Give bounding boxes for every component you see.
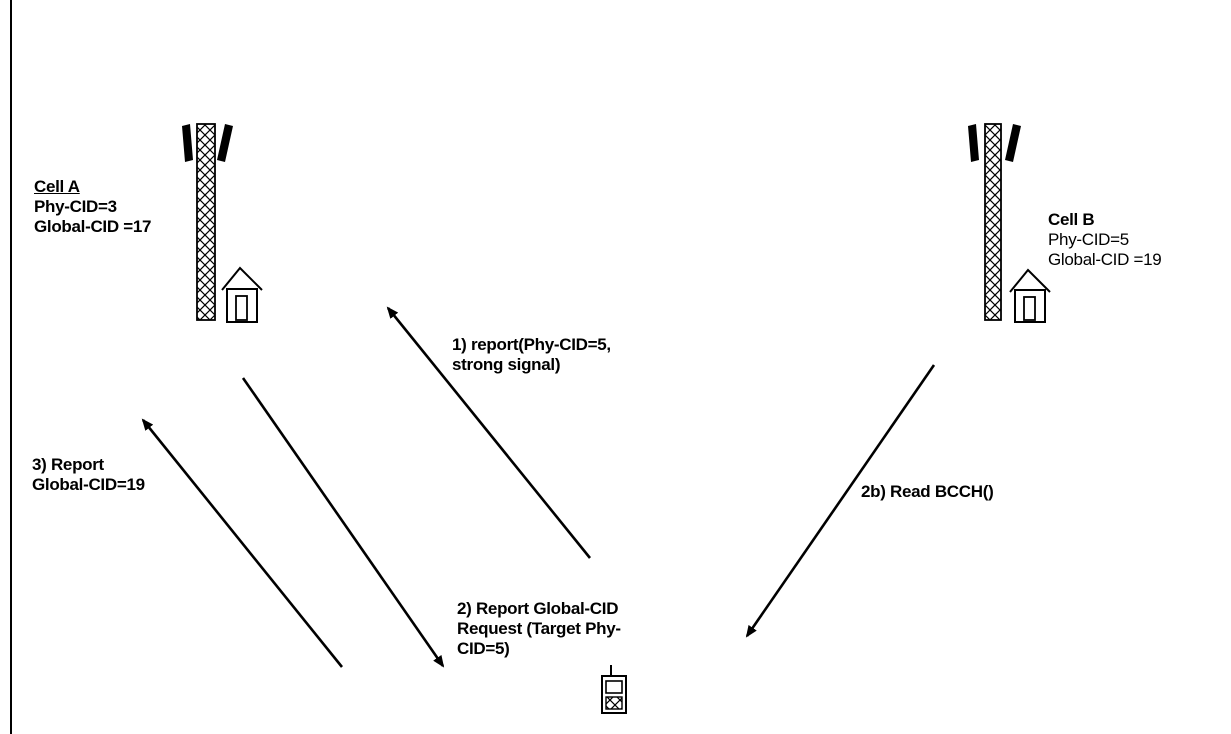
cell-b-phy-cid: Phy-CID=5 [1048,230,1129,249]
message-1-label: 1) report(Phy-CID=5, strong signal) [452,335,611,375]
arrow-1-report-to-cell-a [386,306,592,559]
cell-b-info: Cell B Phy-CID=5 Global-CID =19 [1048,210,1162,270]
message-1-line-2: strong signal) [452,355,561,374]
cell-a-title: Cell A [34,177,80,196]
message-3-line-1: 3) Report [32,455,104,474]
message-2b-label: 2b) Read BCCH() [861,482,994,502]
arrow-2b-bcch-to-phone [745,364,936,638]
arrow-2-request-to-phone [241,377,445,668]
cell-b-title: Cell B [1048,210,1095,229]
message-2-line-3: CID=5) [457,639,510,658]
message-1-line-1: 1) report(Phy-CID=5, [452,335,611,354]
cell-a-global-cid: Global-CID =17 [34,217,152,236]
message-2b-text: 2b) Read BCCH() [861,482,994,501]
arrow-3-report-to-cell-a [141,418,344,668]
cell-b-global-cid: Global-CID =19 [1048,250,1162,269]
message-2-label: 2) Report Global-CID Request (Target Phy… [457,599,621,659]
cell-a-info: Cell A Phy-CID=3 Global-CID =17 [34,177,152,237]
message-3-line-2: Global-CID=19 [32,475,145,494]
message-3-label: 3) Report Global-CID=19 [32,455,145,495]
cell-b-tower-icon [968,123,1051,323]
message-2-line-1: 2) Report Global-CID [457,599,619,618]
cell-a-tower-icon [182,123,263,323]
cell-a-phy-cid: Phy-CID=3 [34,197,117,216]
mobile-phone-icon [601,665,627,714]
message-2-line-2: Request (Target Phy- [457,619,621,638]
